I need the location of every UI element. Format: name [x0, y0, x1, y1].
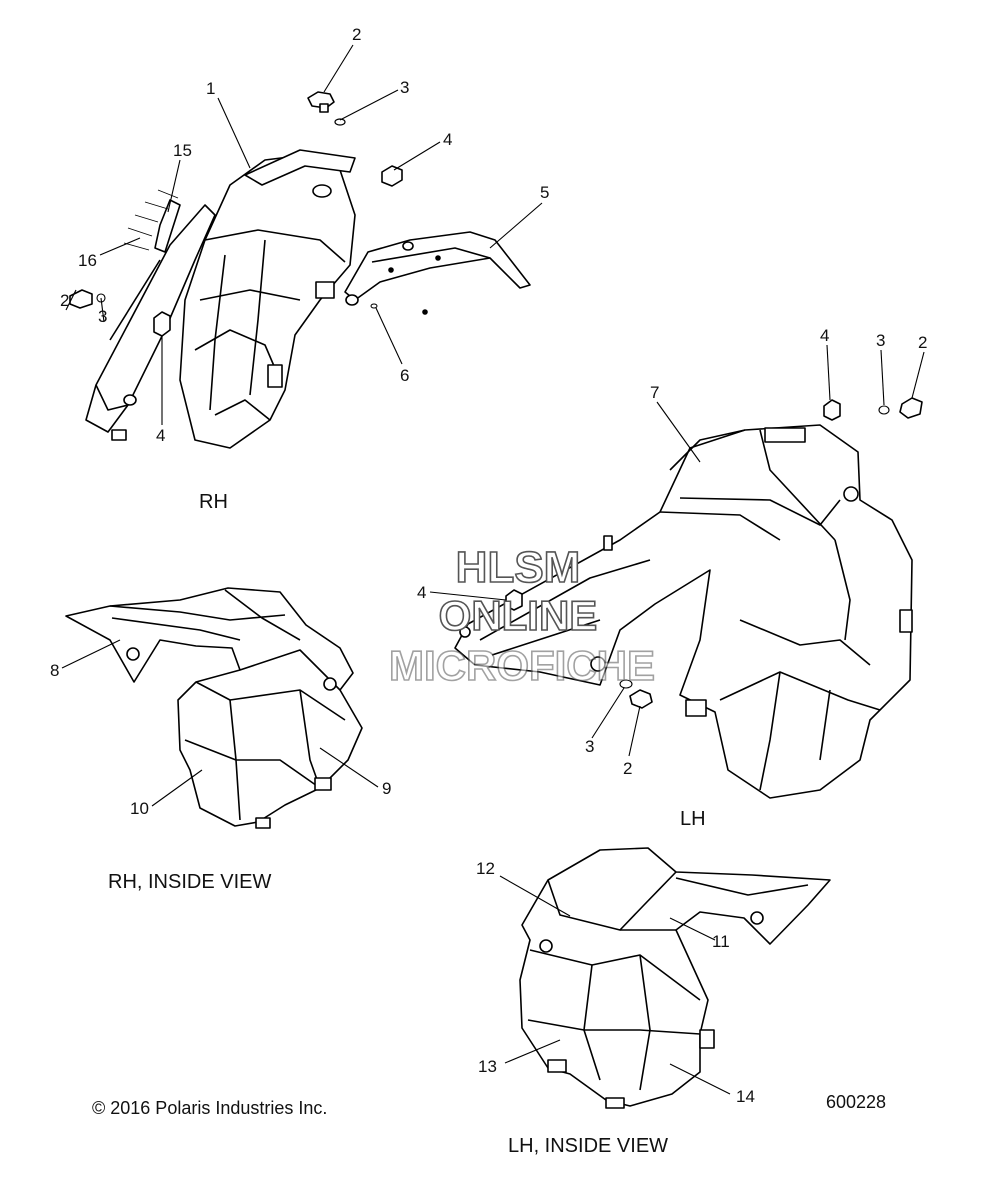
callout-lh-4-mid: 4 [417, 583, 426, 602]
callout-li-12: 12 [476, 859, 495, 878]
watermark: HLSM ONLINE MICROFICHE [388, 542, 656, 690]
callout-ri-8: 8 [50, 661, 59, 680]
callout-lh-4-top: 4 [820, 326, 829, 345]
callout-lh-2-top: 2 [918, 333, 927, 352]
callout-rh-2-top: 2 [352, 25, 361, 44]
lh-fender [454, 424, 913, 799]
callout-lh-3-bottom: 3 [585, 737, 594, 756]
callout-rh-2-left: 2 [60, 291, 69, 310]
rh-nut-top [381, 165, 403, 187]
lh-nut-top [823, 399, 841, 421]
callout-li-13: 13 [478, 1057, 497, 1076]
callout-rh-6: 6 [400, 366, 409, 385]
callout-ri-9: 9 [382, 779, 391, 798]
rh-push-rivet-left [69, 289, 93, 309]
callout-rh-5: 5 [540, 183, 549, 202]
rh-screws-16 [123, 189, 179, 251]
callout-lh-2-bottom: 2 [623, 759, 632, 778]
rh-push-rivet-top [307, 91, 335, 113]
callout-rh-15: 15 [173, 141, 192, 160]
lh-inside-fender [519, 847, 831, 1109]
caption-lh-inside-view: LH, INSIDE VIEW [508, 1135, 668, 1157]
callout-rh-4-bottom: 4 [156, 426, 165, 445]
ri-leaders [61, 639, 379, 807]
callout-li-11: 11 [712, 932, 730, 951]
caption-rh: RH [199, 491, 228, 513]
callout-rh-1: 1 [206, 79, 215, 98]
watermark-line-1: HLSM [456, 543, 581, 592]
callout-rh-16: 16 [78, 251, 97, 270]
rh-leaders [65, 44, 543, 425]
copyright-notice: © 2016 Polaris Industries Inc. [92, 1098, 327, 1118]
rh-extension-bracket [344, 231, 531, 315]
rh-washer-6 [370, 303, 378, 309]
callout-li-14: 14 [736, 1087, 755, 1106]
lh-nut-mid [505, 589, 523, 611]
lh-push-rivet-bottom [629, 689, 653, 709]
rh-washer-top [334, 118, 346, 126]
drawing-number: 600228 [826, 1092, 886, 1112]
caption-lh: LH [680, 808, 706, 830]
callout-lh-7: 7 [650, 383, 659, 402]
rh-bracket-15 [154, 199, 181, 253]
callout-numbers: 1 2 3 4 5 6 15 16 2 3 4 4 3 2 7 4 3 2 8 … [50, 25, 927, 1106]
caption-rh-inside-view: RH, INSIDE VIEW [108, 871, 271, 893]
lh-washer-top [878, 405, 890, 415]
callout-rh-3-top: 3 [400, 78, 409, 97]
rh-nut-bottom [153, 311, 171, 337]
li-leaders [499, 875, 731, 1095]
watermark-line-3: MICROFICHE [389, 642, 655, 689]
callout-rh-4-top: 4 [443, 130, 452, 149]
callout-lh-3-top: 3 [876, 331, 885, 350]
rh-inside-fender [65, 587, 363, 829]
callout-ri-10: 10 [130, 799, 149, 818]
lh-washer-bottom [619, 679, 633, 689]
callout-rh-3-left: 3 [98, 307, 107, 326]
rh-fender [85, 149, 356, 449]
lh-leaders [429, 344, 925, 757]
lh-push-rivet-top [899, 397, 923, 419]
watermark-line-2: ONLINE [439, 592, 598, 639]
